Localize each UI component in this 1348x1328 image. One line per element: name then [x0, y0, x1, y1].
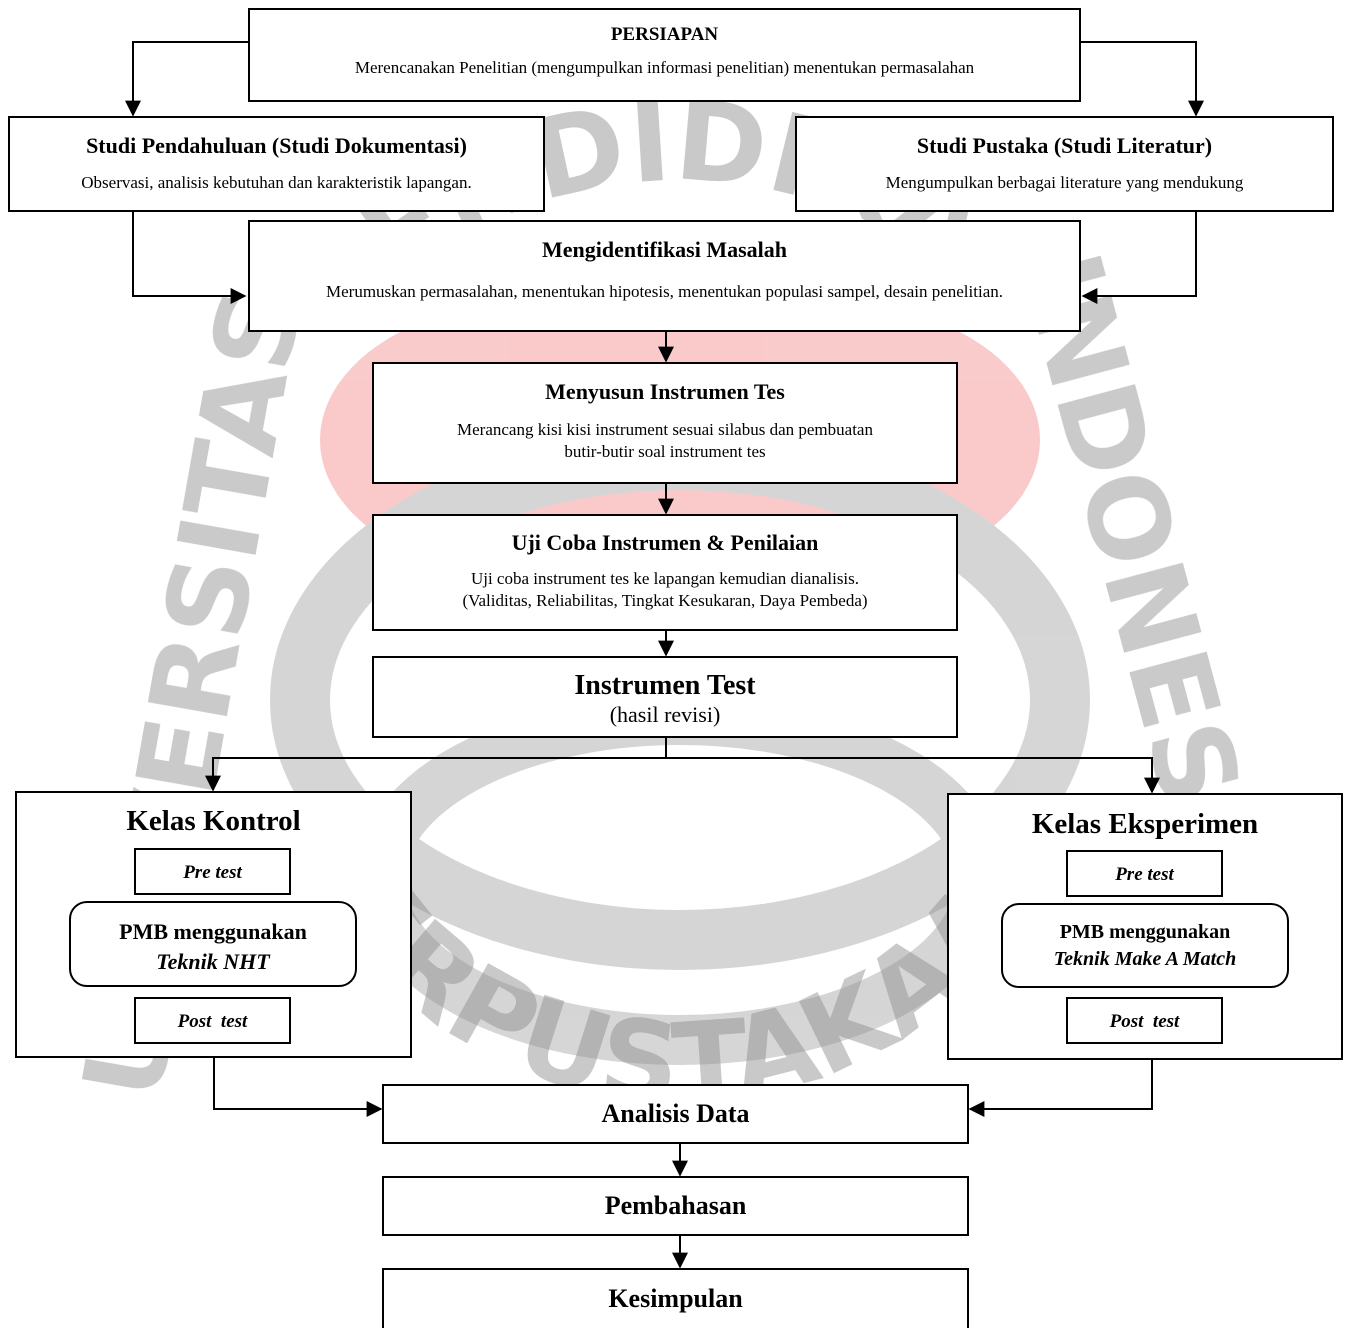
persiapan-title: PERSIAPAN — [610, 24, 719, 45]
studi-pendahuluan-title: Studi Pendahuluan (Studi Dokumentasi) — [86, 133, 467, 158]
studi-pendahuluan-box: Studi Pendahuluan (Studi Dokumentasi) Ob… — [8, 116, 545, 212]
kelas-kontrol-pretest-label: Pre test — [183, 862, 242, 883]
persiapan-text: Merencanakan Penelitian (mengumpulkan in… — [354, 58, 975, 77]
kesimpulan-box: Kesimpulan — [382, 1268, 969, 1328]
connector — [1080, 41, 1204, 117]
kelas-kontrol-title: Kelas Kontrol — [126, 805, 301, 837]
uji-coba-text-2: (Validitas, Reliabilitas, Tingkat Kesuka… — [462, 591, 868, 610]
kelas-eksperimen-posttest: Post test — [1066, 997, 1223, 1044]
kelas-kontrol-pretest: Pre test — [134, 848, 291, 895]
instrumen-test-text: (hasil revisi) — [609, 702, 721, 727]
studi-pustaka-box: Studi Pustaka (Studi Literatur) Mengumpu… — [795, 116, 1334, 212]
kelas-eksperimen-title: Kelas Eksperimen — [1031, 808, 1259, 840]
menyusun-box: Menyusun Instrumen Tes Merancang kisi ki… — [372, 362, 958, 484]
uji-coba-box: Uji Coba Instrumen & Penilaian Uji coba … — [372, 514, 958, 631]
kelas-eksperimen-pmb: PMB menggunakan Teknik Make A Match — [1001, 903, 1289, 988]
pembahasan-box: Pembahasan — [382, 1176, 969, 1236]
menyusun-title: Menyusun Instrumen Tes — [545, 379, 785, 404]
kelas-eksperimen-pretest: Pre test — [1066, 850, 1223, 897]
kelas-kontrol-pmb-line-1: PMB menggunakan — [119, 919, 307, 944]
menyusun-text-1: Merancang kisi kisi instrument sesuai si… — [457, 420, 873, 439]
kelas-kontrol-pmb-line-2: Teknik NHT — [156, 949, 270, 974]
connector — [213, 1058, 383, 1117]
uji-coba-title: Uji Coba Instrumen & Penilaian — [511, 530, 819, 555]
pembahasan-title: Pembahasan — [604, 1191, 747, 1220]
studi-pendahuluan-text: Observasi, analisis kebutuhan dan karakt… — [81, 173, 472, 192]
kelas-kontrol-posttest-label: Post test — [177, 1011, 248, 1032]
identifikasi-title: Mengidentifikasi Masalah — [541, 237, 788, 262]
kesimpulan-title: Kesimpulan — [608, 1284, 743, 1313]
connector — [125, 41, 249, 117]
uji-coba-text-1: Uji coba instrument tes ke lapangan kemu… — [470, 569, 860, 588]
instrumen-test-title: Instrumen Test — [574, 670, 756, 701]
studi-pustaka-text: Mengumpulkan berbagai literature yang me… — [885, 173, 1244, 192]
studi-pustaka-title: Studi Pustaka (Studi Literatur) — [916, 133, 1213, 158]
connector — [205, 757, 666, 792]
connector — [1081, 212, 1197, 304]
analisis-data-title: Analisis Data — [601, 1099, 750, 1128]
identifikasi-text: Merumuskan permasalahan, menentukan hipo… — [326, 282, 1003, 301]
kelas-eksperimen-pretest-label: Pre test — [1115, 864, 1174, 885]
kelas-kontrol-posttest: Post test — [134, 997, 291, 1044]
analisis-data-box: Analisis Data — [382, 1084, 969, 1144]
identifikasi-box: Mengidentifikasi Masalah Merumuskan perm… — [248, 220, 1081, 332]
kelas-kontrol-pmb: PMB menggunakan Teknik NHT — [69, 901, 357, 987]
kelas-eksperimen-posttest-label: Post test — [1109, 1011, 1180, 1032]
persiapan-box: PERSIAPAN Merencanakan Penelitian (mengu… — [248, 8, 1081, 102]
connector — [132, 212, 247, 304]
menyusun-text-2: butir-butir soal instrument tes — [564, 442, 766, 461]
connector — [968, 1060, 1153, 1117]
kelas-eksperimen-pmb-line-1: PMB menggunakan — [1059, 921, 1231, 943]
kelas-eksperimen-pmb-line-2: Teknik Make A Match — [1053, 948, 1237, 970]
connector — [666, 757, 1160, 794]
instrumen-test-box: Instrumen Test (hasil revisi) — [372, 656, 958, 738]
